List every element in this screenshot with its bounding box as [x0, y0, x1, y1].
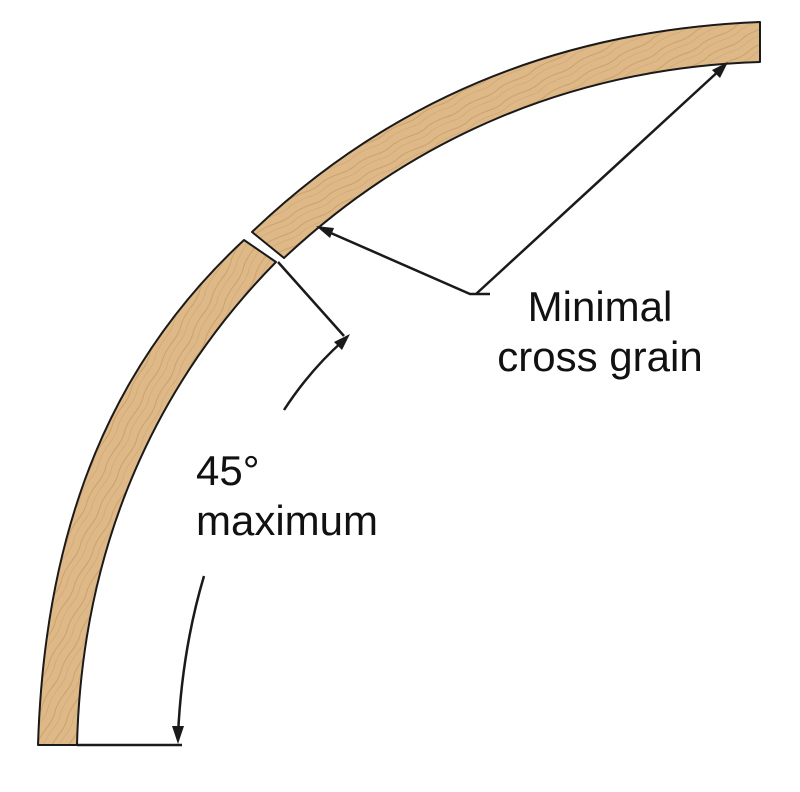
angle-label-line1: 45° — [196, 447, 260, 494]
angle-label: 45° maximum — [196, 446, 378, 546]
cross-grain-leader-right — [475, 67, 723, 295]
cross-grain-label-line2: cross grain — [497, 333, 703, 380]
angle-arrowhead-lower — [172, 726, 184, 744]
cross-grain-label: Minimal cross grain — [480, 282, 720, 382]
angle-arc-lower — [176, 575, 206, 736]
cross-grain-arrowhead-right — [712, 62, 728, 78]
joint-perpendicular-line — [277, 261, 345, 337]
cross-grain-leader-left — [323, 228, 490, 296]
upper-arc-segment — [251, 21, 761, 259]
angle-arrowhead-upper — [334, 334, 350, 350]
lower-arc-segment — [37, 239, 277, 746]
angle-arc-upper — [282, 339, 345, 411]
cross-grain-label-line1: Minimal — [527, 283, 673, 330]
angle-label-line2: maximum — [196, 497, 379, 544]
cross-grain-arrowhead-left — [316, 226, 334, 238]
